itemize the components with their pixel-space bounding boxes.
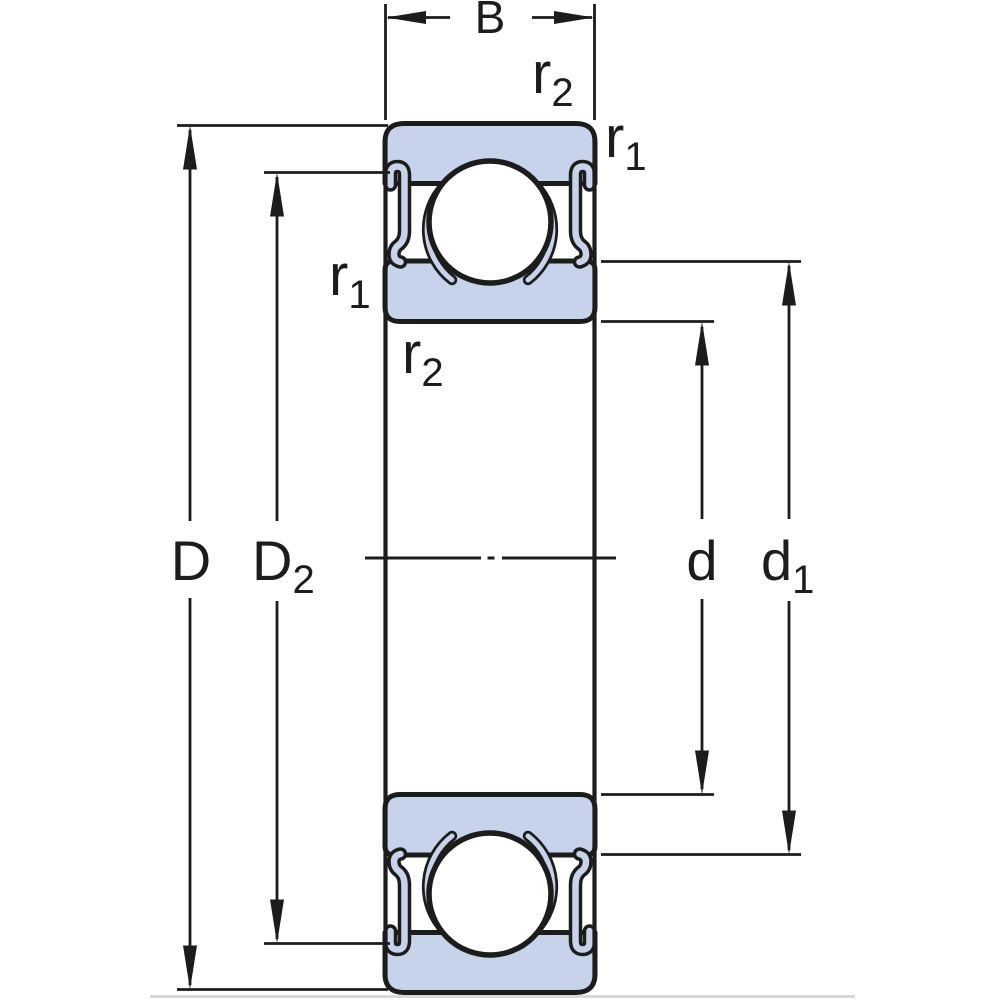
label-D: D [171, 529, 211, 592]
arrow-up-icon [695, 321, 709, 366]
dimension-D: D [171, 124, 388, 991]
bearing-section-top [385, 124, 595, 322]
dimension-d1: d1 [601, 260, 814, 856]
arrow-down-icon [695, 750, 709, 795]
dimension-B: B [384, 0, 596, 120]
label-D2: D2 [252, 529, 315, 602]
arrow-up-icon [183, 125, 197, 170]
label-d1: d1 [761, 529, 814, 602]
dimension-D2: D2 [252, 171, 390, 945]
label-r2-upper: r2 [532, 41, 574, 115]
arrow-left-icon [386, 11, 426, 24]
label-d: d [686, 529, 717, 592]
arrow-down-icon [183, 945, 197, 990]
label-r2-lower: r2 [402, 321, 444, 395]
arrow-right-icon [554, 11, 594, 24]
label-r1-upper: r1 [605, 105, 647, 179]
label-r1-lower: r1 [329, 243, 371, 317]
label-B: B [475, 0, 506, 43]
arrow-down-icon [782, 810, 796, 855]
dimension-d: d [601, 320, 718, 796]
bearing-section-bottom [385, 795, 595, 993]
arrow-up-icon [782, 261, 796, 306]
arrow-down-icon [270, 899, 284, 944]
arrow-up-icon [270, 172, 284, 217]
